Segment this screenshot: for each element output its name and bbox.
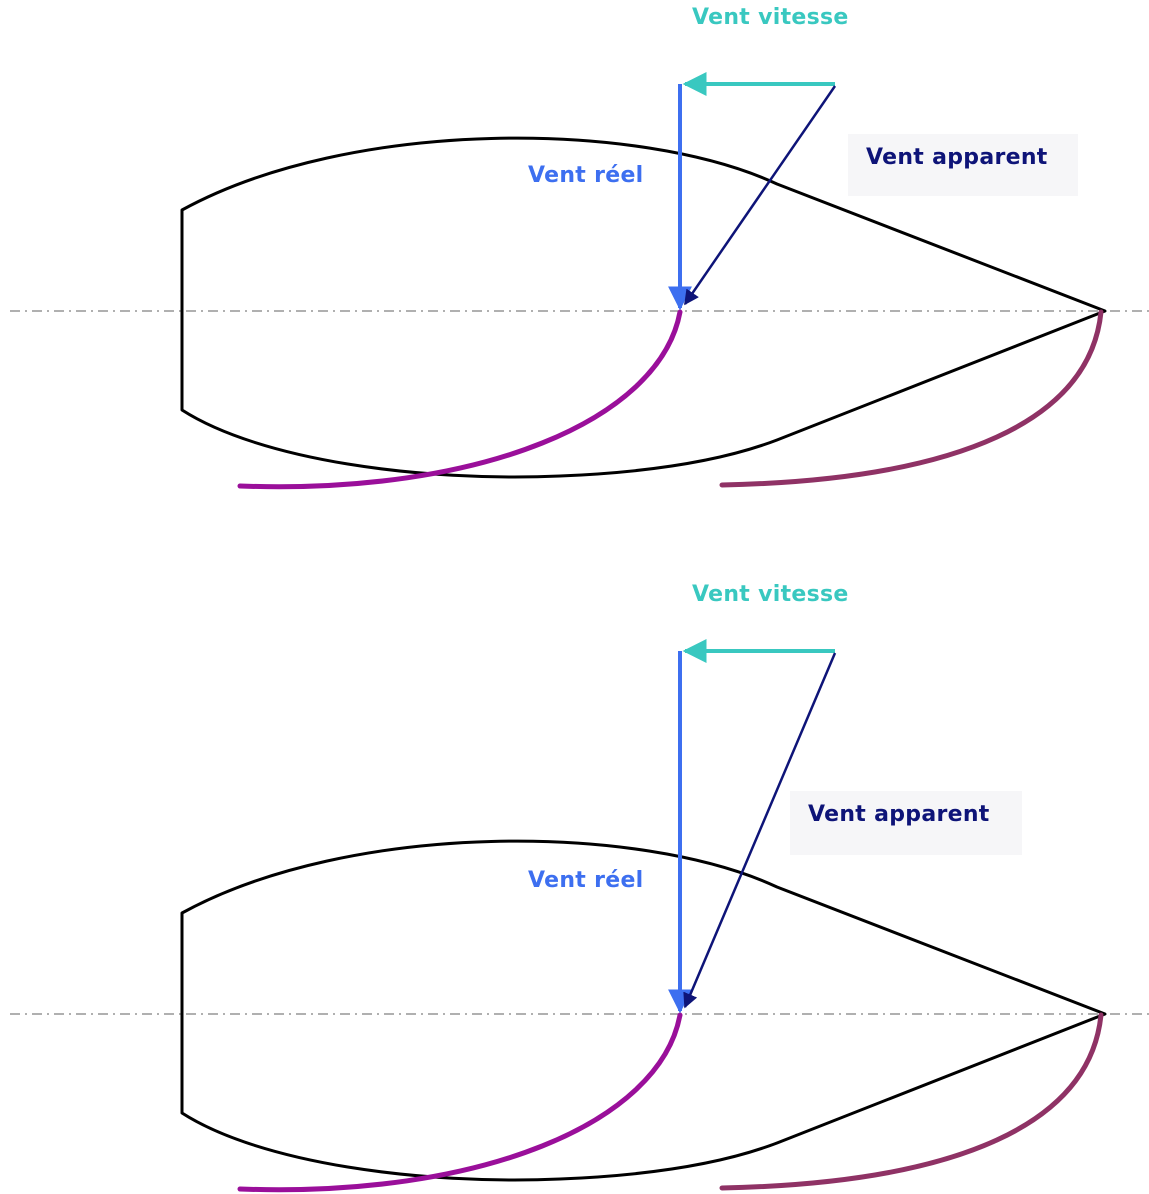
diagram-panel-top: Vent vitesse Vent réel Vent apparent (0, 0, 1149, 560)
apparent-wind-label-bg (848, 134, 1078, 196)
speed-wind-label: Vent vitesse (692, 5, 849, 30)
main-sail (719, 309, 1104, 488)
hull-outline (180, 839, 1107, 1182)
apparent-wind-label: Vent apparent (866, 145, 1048, 170)
front-sail (237, 1012, 683, 1193)
real-wind-label: Vent réel (528, 868, 644, 893)
real-wind-label: Vent réel (528, 163, 644, 188)
main-sail (719, 1012, 1104, 1191)
apparent-wind-arrow (683, 652, 837, 1009)
apparent-wind-label-bg (790, 791, 1022, 855)
apparent-wind-arrow (683, 85, 837, 306)
speed-wind-label: Vent vitesse (692, 582, 849, 607)
hull-outline (180, 136, 1107, 479)
diagram-svg-bottom (10, 639, 1149, 1193)
apparent-wind-label: Vent apparent (808, 802, 990, 827)
diagram-svg-top (10, 72, 1149, 490)
diagram-panel-bottom: Vent vitesse Vent réel Vent apparent (0, 574, 1149, 1193)
front-sail (237, 309, 683, 490)
